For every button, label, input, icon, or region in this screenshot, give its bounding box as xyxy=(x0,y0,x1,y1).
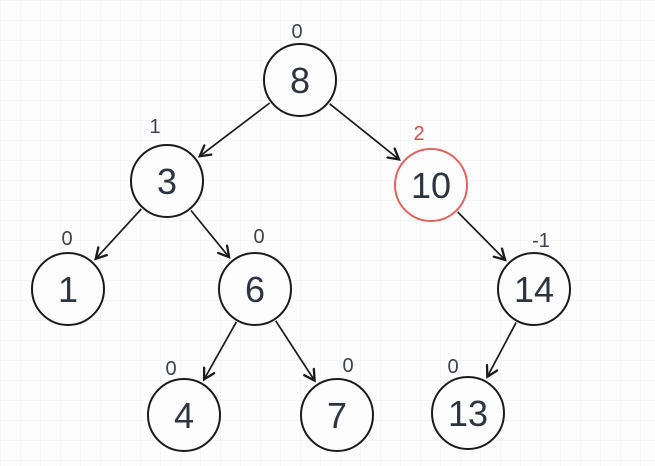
balance-factor-label-6: 0 xyxy=(253,226,264,248)
tree-edge-6-4 xyxy=(202,321,238,382)
balance-factor-label-7: 0 xyxy=(342,355,353,377)
tree-node-10: 10 2 xyxy=(394,123,468,222)
tree-edge-8-10 xyxy=(329,103,401,161)
node-value-3: 3 xyxy=(157,161,177,202)
tree-edge-8-3 xyxy=(197,102,271,158)
node-value-1: 1 xyxy=(58,269,78,310)
node-circle-13 xyxy=(431,376,505,450)
node-value-13: 13 xyxy=(448,393,488,434)
balance-factor-label-8: 0 xyxy=(291,21,302,43)
tree-edge-6-7 xyxy=(274,320,316,383)
node-circle-3 xyxy=(130,144,204,218)
node-value-4: 4 xyxy=(174,395,194,436)
tree-node-13: 13 0 xyxy=(431,356,505,450)
node-value-8: 8 xyxy=(290,60,310,101)
balance-factor-label-3: 1 xyxy=(149,116,160,138)
tree-node-4: 40 xyxy=(147,358,221,452)
balance-factor-label-10: 2 xyxy=(413,123,424,145)
node-circle-6 xyxy=(218,252,292,326)
node-value-14: 14 xyxy=(514,269,554,310)
tree-edge-3-6 xyxy=(190,209,231,260)
node-value-7: 7 xyxy=(327,395,347,436)
node-circle-8 xyxy=(263,43,337,117)
node-circle-1 xyxy=(31,252,105,326)
tree-edge-3-1 xyxy=(94,208,142,261)
tree-node-14: 14 -1 xyxy=(497,230,571,326)
node-circle-7 xyxy=(300,378,374,452)
node-value-6: 6 xyxy=(245,269,265,310)
tree-node-3: 31 xyxy=(130,116,204,218)
tree-node-1: 10 xyxy=(31,228,105,326)
balance-factor-label-14: -1 xyxy=(532,230,550,252)
tree-edge-10-14 xyxy=(457,211,507,262)
balance-factor-label-4: 0 xyxy=(165,358,176,380)
tree-node-7: 70 xyxy=(300,355,374,452)
node-circle-4 xyxy=(147,378,221,452)
balance-factor-label-13: 0 xyxy=(447,356,458,378)
balance-factor-label-1: 0 xyxy=(61,228,72,250)
node-circle-10 xyxy=(394,148,468,222)
node-circle-14 xyxy=(497,252,571,326)
tree-node-8: 80 xyxy=(263,21,337,117)
node-value-10: 10 xyxy=(411,165,451,206)
tree-edge-14-13 xyxy=(485,322,517,379)
tree-node-6: 60 xyxy=(218,226,292,326)
